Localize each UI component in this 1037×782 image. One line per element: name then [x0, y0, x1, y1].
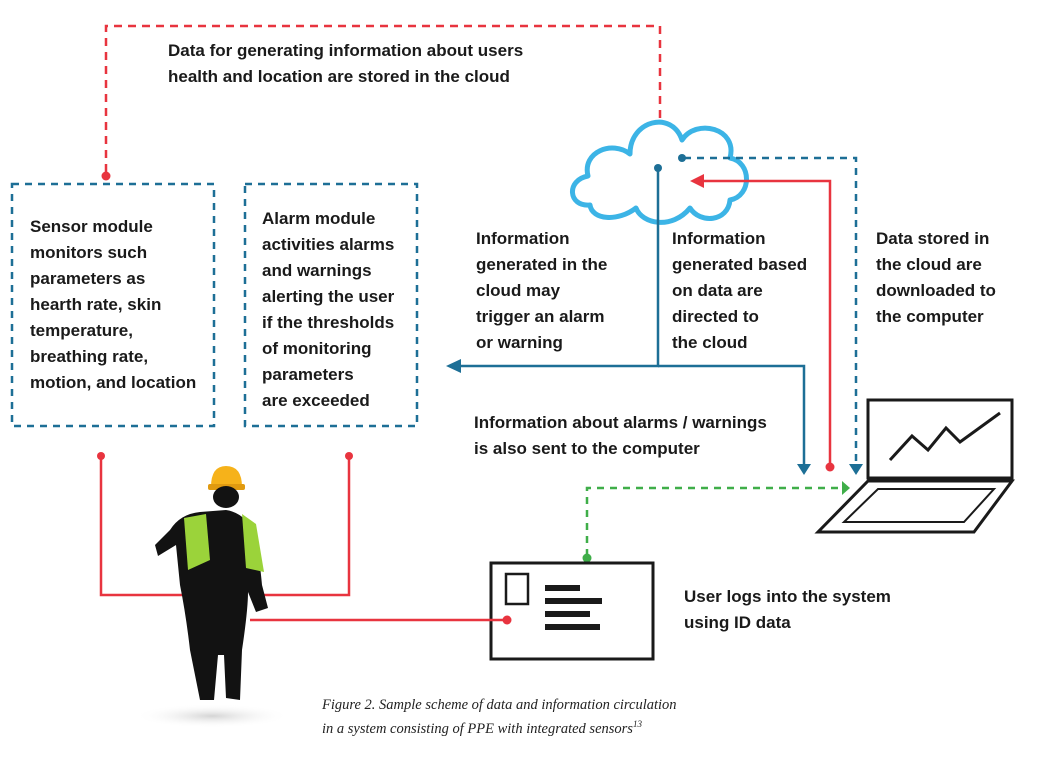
directed-to-cloud-label: Information generated based on data are …: [672, 229, 808, 352]
computer-green-arrow: [842, 481, 850, 495]
computer-dashed-arrow: [849, 464, 863, 475]
id-green-dot: [582, 553, 592, 563]
sensor-module-label: Sensor module monitors such parameters a…: [30, 217, 197, 392]
computer-to-cloud-connector: [704, 179, 832, 464]
alarm-module-arrow: [446, 359, 461, 373]
computer-blue-arrow: [797, 464, 811, 475]
alarm-to-computer-connector: [658, 364, 806, 464]
cloud-alarm-label: Information generated in the cloud may t…: [476, 229, 608, 352]
id-card-dot: [502, 615, 512, 625]
caption-superscript: 13: [632, 719, 642, 729]
alarm-to-worker-connector: [258, 456, 351, 597]
id-card-icon: [489, 561, 655, 661]
storage-connector-dot: [101, 171, 111, 181]
worker-helmet: [211, 466, 242, 487]
alarms-to-computer-label: Information about alarms / warnings is a…: [474, 413, 767, 458]
caption-text: Figure 2. Sample scheme of data and info…: [322, 697, 677, 737]
user-login-label: User logs into the system using ID data: [684, 587, 891, 632]
alarm-module-label: Alarm module activities alarms and warni…: [262, 209, 395, 410]
cloud-to-computer-dashed: [684, 156, 858, 464]
computer-red-dot: [825, 462, 835, 472]
cloud-blue-dot: [654, 164, 662, 172]
downloaded-label: Data stored in the cloud are downloaded …: [876, 229, 996, 326]
cloud-left-arrow: [690, 174, 704, 188]
worker-vest: [184, 514, 210, 570]
cloud-icon: [570, 119, 749, 225]
sensor-module-box: [10, 182, 216, 428]
id-to-computer-dashed: [585, 486, 842, 556]
worker-body: [155, 510, 268, 700]
storage-to-cloud-connector: [104, 24, 662, 172]
cloud-dashed-dot: [678, 154, 686, 162]
cloud-storage-label: Data for generating information about us…: [168, 41, 524, 86]
worker-figure: [134, 466, 290, 728]
sensor-to-worker-connector: [99, 456, 190, 597]
laptop-icon: [814, 398, 1015, 534]
alarm-module-box: [243, 182, 419, 428]
figure-caption: Figure 2. Sample scheme of data and info…: [322, 696, 677, 739]
